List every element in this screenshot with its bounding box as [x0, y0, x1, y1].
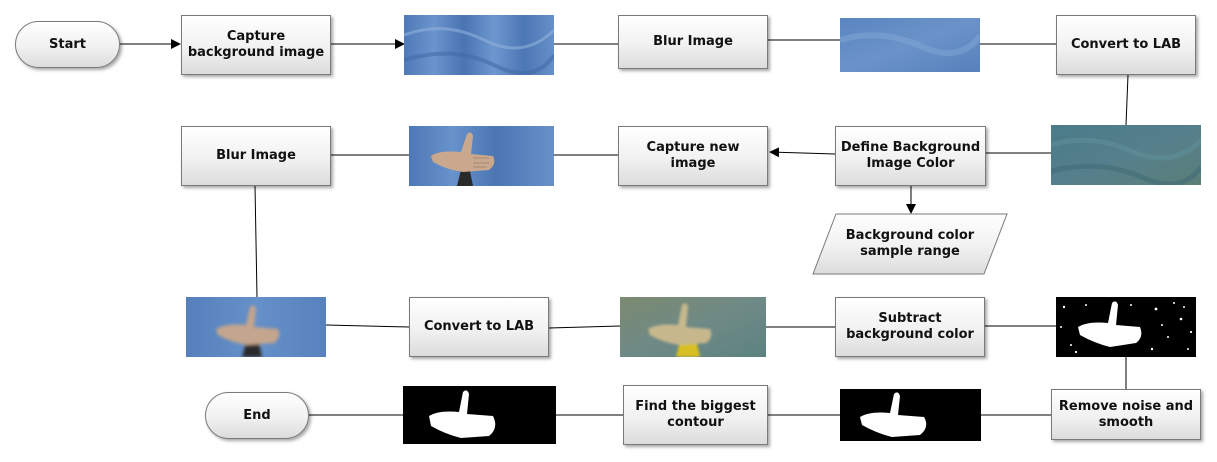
find-biggest-contour-step: Find the biggest contour: [623, 385, 768, 445]
remove-noise-step: Remove noise and smooth: [1051, 389, 1201, 440]
end-node: End: [205, 392, 309, 439]
blue-curtain-photo: [404, 15, 554, 75]
define-background-color-label: Define Background Image Color: [840, 140, 981, 171]
remove-noise-label: Remove noise and smooth: [1058, 398, 1194, 430]
define-background-color-step: Define Background Image Color: [835, 126, 986, 186]
parallelogram-shape: [812, 213, 1008, 275]
blur-image-step-2: Blur Image: [181, 126, 331, 186]
blurred-hand-photo: [186, 297, 326, 357]
blur-image-label-2: Blur Image: [216, 148, 296, 163]
background-sample-range-label: Background color sample range: [845, 228, 975, 259]
noisy-hand-mask: [1056, 297, 1196, 357]
background-sample-range-data: Background color sample range: [812, 213, 1008, 275]
capture-background-label: Capture background image: [187, 29, 325, 60]
largest-contour-mask: [403, 386, 556, 444]
convert-lab-step-1: Convert to LAB: [1056, 15, 1196, 75]
connector-define-to-capture-new: [769, 147, 836, 158]
capture-new-image-step: Capture new image: [618, 126, 768, 186]
start-label: Start: [49, 36, 86, 52]
convert-lab-label-1: Convert to LAB: [1070, 37, 1182, 52]
capture-new-image-label: Capture new image: [646, 140, 740, 171]
connector-blur-to-blurred-hand: [254, 185, 258, 298]
subtract-background-step: Subtract background color: [835, 297, 985, 357]
subtract-background-label: Subtract background color: [846, 311, 974, 342]
smoothed-hand-mask: [840, 389, 981, 441]
end-label: End: [243, 407, 271, 423]
find-biggest-contour-label: Find the biggest contour: [635, 399, 756, 430]
blur-image-label-1: Blur Image: [653, 34, 733, 49]
convert-lab-step-2: Convert to LAB: [409, 297, 549, 357]
lab-background-photo: [1051, 125, 1201, 185]
connector-lab-to-labphoto: [1125, 74, 1129, 126]
connector-lab-to-lab-hand: [548, 325, 621, 329]
connector-blurred-hand-to-lab: [325, 324, 410, 328]
capture-background-step: Capture background image: [181, 15, 331, 75]
start-node: Start: [15, 21, 120, 68]
convert-lab-label-2: Convert to LAB: [423, 319, 535, 334]
lab-hand-photo: [620, 297, 766, 357]
blurred-blue-curtain-photo: [840, 18, 980, 72]
blur-image-step-1: Blur Image: [618, 15, 768, 69]
hand-on-curtain-photo: [409, 126, 554, 186]
